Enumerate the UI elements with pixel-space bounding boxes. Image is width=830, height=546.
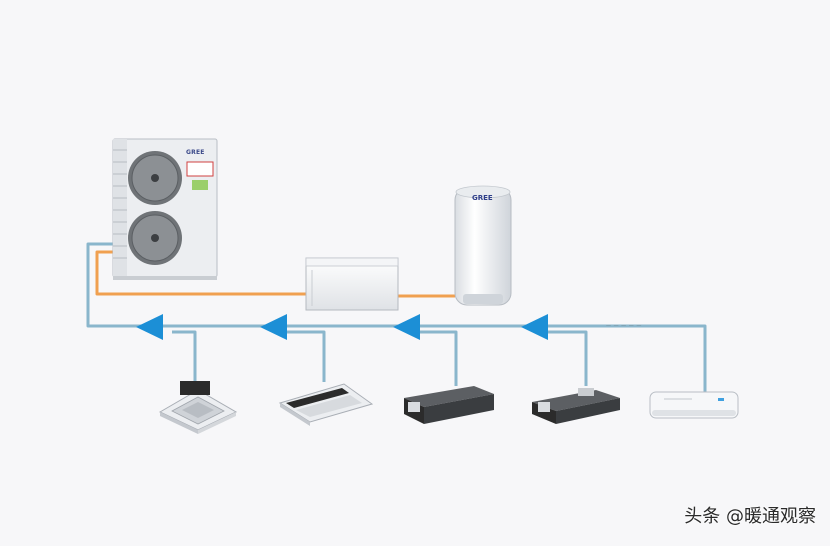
tank-logo: GREE — [472, 194, 493, 202]
flow-arrows — [136, 314, 548, 340]
refrigerant-branch-3 — [420, 330, 458, 386]
hot-water-pipe-network — [95, 250, 455, 298]
hydro-module-icon — [305, 257, 399, 311]
refrigerant-pipe-network — [86, 242, 707, 392]
arrow-left-icon — [521, 314, 548, 340]
arrow-left-icon — [136, 314, 163, 340]
wall-mounted-unit-icon — [649, 391, 739, 419]
watermark: 头条 @暖通观察 — [684, 506, 816, 527]
ducted-unit-icon — [404, 386, 494, 424]
hot-water-pipe-outdoor — [95, 250, 306, 296]
hot-water-tank-icon — [454, 185, 512, 306]
pipe-marking: — — — — — — [606, 323, 642, 329]
arrow-left-icon — [393, 314, 420, 340]
outdoor-unit-logo: GREE — [186, 149, 205, 156]
refrigerant-branch-4 — [548, 330, 588, 386]
slim-ducted-unit-icon — [532, 388, 620, 424]
four-way-cassette-icon — [158, 381, 238, 434]
heat-pump-outdoor-unit-icon — [112, 138, 218, 280]
refrigerant-branch-2 — [286, 330, 326, 382]
refrigerant-branch-1 — [172, 330, 197, 382]
refrigerant-pipe-main — [86, 242, 707, 392]
arrow-left-icon — [260, 314, 287, 340]
one-way-cassette-icon — [278, 383, 374, 426]
